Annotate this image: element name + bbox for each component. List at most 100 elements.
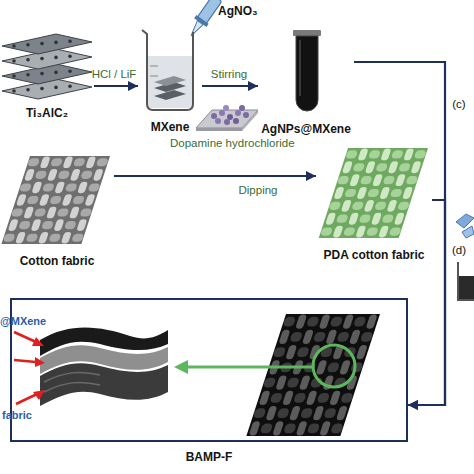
illustration-part (337, 176, 350, 184)
illustration-part (339, 360, 351, 374)
illustration-part (296, 36, 318, 111)
illustration-part (68, 39, 72, 43)
illustration-part (391, 150, 404, 158)
arrow-head (128, 81, 138, 91)
illustration-part (302, 330, 314, 344)
illustration-part (285, 345, 297, 359)
pipette (185, 0, 224, 40)
illustration-part (69, 207, 80, 219)
process-arrow (94, 81, 138, 91)
illustration-part (61, 232, 72, 244)
illustration-part (44, 372, 100, 392)
node-caption: AgNPs@MXene (238, 122, 374, 136)
illustration-part (154, 90, 186, 100)
illustration-part (403, 149, 414, 161)
illustration-part (265, 406, 277, 420)
fabric-sample-art (0, 152, 114, 250)
illustration-part (306, 317, 320, 327)
illustration-part (325, 213, 336, 225)
illustration-part (31, 182, 42, 194)
illustration-part (62, 157, 73, 169)
illustration-part (34, 171, 47, 179)
illustration-part (26, 43, 30, 47)
illustration-part (19, 183, 32, 191)
illustration-part (186, 366, 312, 369)
illustration-part (14, 332, 36, 342)
illustration-part (320, 227, 333, 235)
illustration-part (34, 209, 47, 217)
illustration-part (334, 187, 345, 199)
illustration-part (26, 58, 30, 62)
illustration-part (259, 391, 271, 405)
illustration-part (300, 408, 314, 418)
illustration-part (188, 21, 203, 38)
illustration-part (72, 196, 85, 204)
reagent-label: Dopamine hydrochloride (170, 136, 295, 150)
illustration-part (40, 57, 44, 61)
illustration-part (48, 234, 61, 242)
illustration-part (12, 74, 16, 78)
illustration-part (269, 393, 283, 403)
edge-label: Dipping (239, 184, 278, 197)
illustration-part (295, 315, 307, 329)
illustration-part (233, 118, 239, 124)
illustration-part (282, 317, 296, 327)
illustration-part (326, 362, 340, 372)
illustration-part (14, 360, 36, 362)
illustration-part (368, 150, 381, 158)
illustration-part (349, 330, 361, 344)
illustration-part (388, 161, 399, 173)
process-arrow (114, 171, 316, 181)
illustration-part (365, 161, 376, 173)
illustration-part (150, 66, 158, 76)
illustration-part (329, 317, 343, 327)
illustration-part (319, 148, 428, 238)
illustration-part (246, 314, 380, 436)
illustration-part (227, 114, 233, 120)
illustration-part (319, 421, 331, 435)
illustration-part (351, 202, 364, 210)
illustration-part (154, 76, 186, 86)
illustration-part (336, 406, 348, 420)
illustration-part (96, 158, 109, 166)
illustration-part (8, 219, 19, 231)
test-tube: AgNPs@MXene (258, 30, 354, 136)
illustration-part (394, 213, 405, 225)
illustration-part (306, 391, 318, 405)
illustration-part (371, 213, 382, 225)
illustration-part (382, 176, 395, 184)
illustration-part (12, 59, 16, 63)
arrow-line (114, 175, 316, 177)
illustration-part (40, 42, 44, 46)
illustration-part (24, 169, 35, 181)
illustration-part (26, 73, 30, 77)
illustration-part (54, 71, 58, 75)
illustration-part (11, 209, 24, 217)
illustration-part (375, 163, 388, 171)
illustration-part (350, 362, 364, 372)
illustration-part (249, 421, 261, 435)
illustration-part (405, 176, 418, 184)
illustration-part (85, 157, 96, 169)
illustration-part (402, 187, 413, 199)
illustration-part (378, 226, 389, 238)
illustration-part (358, 215, 371, 223)
cropped-flakes (456, 214, 474, 238)
illustration-part (23, 207, 34, 219)
illustration-part (88, 183, 101, 191)
illustration-part (49, 196, 62, 204)
illustration-part (223, 105, 229, 111)
illustration-part (344, 189, 357, 197)
arrow-head (248, 81, 258, 91)
node-caption: Ti₃AlC₂ (0, 106, 114, 120)
illustration-part (386, 200, 397, 212)
coated-fabric (246, 314, 380, 436)
illustration-part (273, 347, 287, 357)
material-stack-art (0, 28, 94, 106)
illustration-part (224, 119, 230, 125)
illustration-part (360, 332, 374, 342)
illustration-part (319, 315, 331, 329)
illustration-part (242, 110, 258, 131)
illustration-part (46, 207, 57, 219)
